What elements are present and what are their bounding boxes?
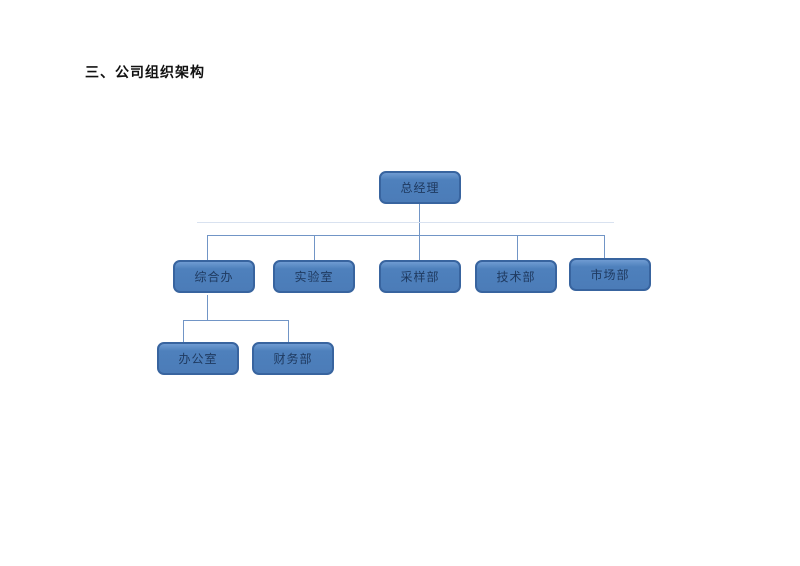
section-title: 三、公司组织架构: [85, 66, 205, 81]
connector-stub-technology-dept: [517, 235, 518, 260]
org-node-marketing-dept: 市场部: [569, 258, 651, 291]
connector-level2-rail: [207, 235, 605, 236]
connector-stub-laboratory: [314, 235, 315, 260]
connector-faint-rail: [197, 222, 614, 223]
connector-general-office-down: [207, 295, 208, 320]
org-node-laboratory: 实验室: [273, 260, 355, 293]
org-node-general-manager: 总经理: [379, 171, 461, 204]
org-node-sampling-dept: 采样部: [379, 260, 461, 293]
connector-stub-admin-office: [183, 320, 184, 342]
connector-stub-marketing-dept: [604, 235, 605, 258]
org-node-admin-office: 办公室: [157, 342, 239, 375]
org-node-general-office: 综合办: [173, 260, 255, 293]
connector-stub-finance-dept: [288, 320, 289, 342]
connector-level3-rail: [183, 320, 289, 321]
org-node-finance-dept: 财务部: [252, 342, 334, 375]
connector-stub-general-office: [207, 235, 208, 260]
org-node-technology-dept: 技术部: [475, 260, 557, 293]
connector-root-vertical: [419, 203, 420, 260]
